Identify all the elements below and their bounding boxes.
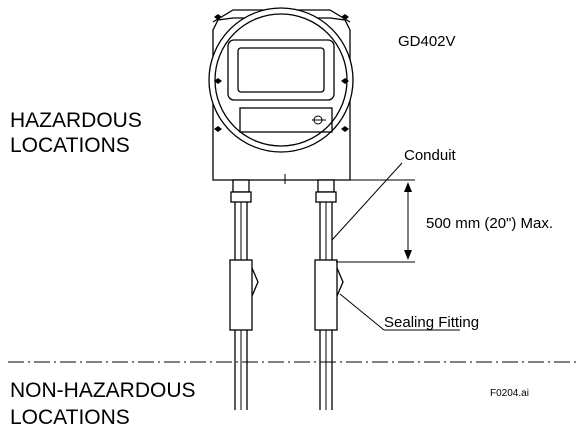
sealing-fitting-label: Sealing Fitting	[384, 314, 479, 331]
conduit-label: Conduit	[404, 147, 457, 164]
conduit-leader-line	[331, 162, 403, 241]
device-model-label: GD402V	[398, 33, 456, 50]
sealing-leader-line	[339, 293, 385, 331]
left-conduit	[229, 179, 259, 410]
hazardous-label-line1: HAZARDOUS	[10, 109, 142, 132]
transmitter-housing	[208, 7, 354, 184]
dimension-label: 500 mm (20") Max.	[426, 215, 553, 232]
hazardous-label-line2: LOCATIONS	[10, 134, 130, 157]
right-conduit	[314, 179, 344, 410]
non-hazardous-label-line2: LOCATIONS	[10, 406, 130, 429]
figure-id-label: F0204.ai	[490, 388, 529, 399]
dimension-marker	[336, 179, 415, 263]
non-hazardous-label-line1: NON-HAZARDOUS	[10, 379, 196, 402]
